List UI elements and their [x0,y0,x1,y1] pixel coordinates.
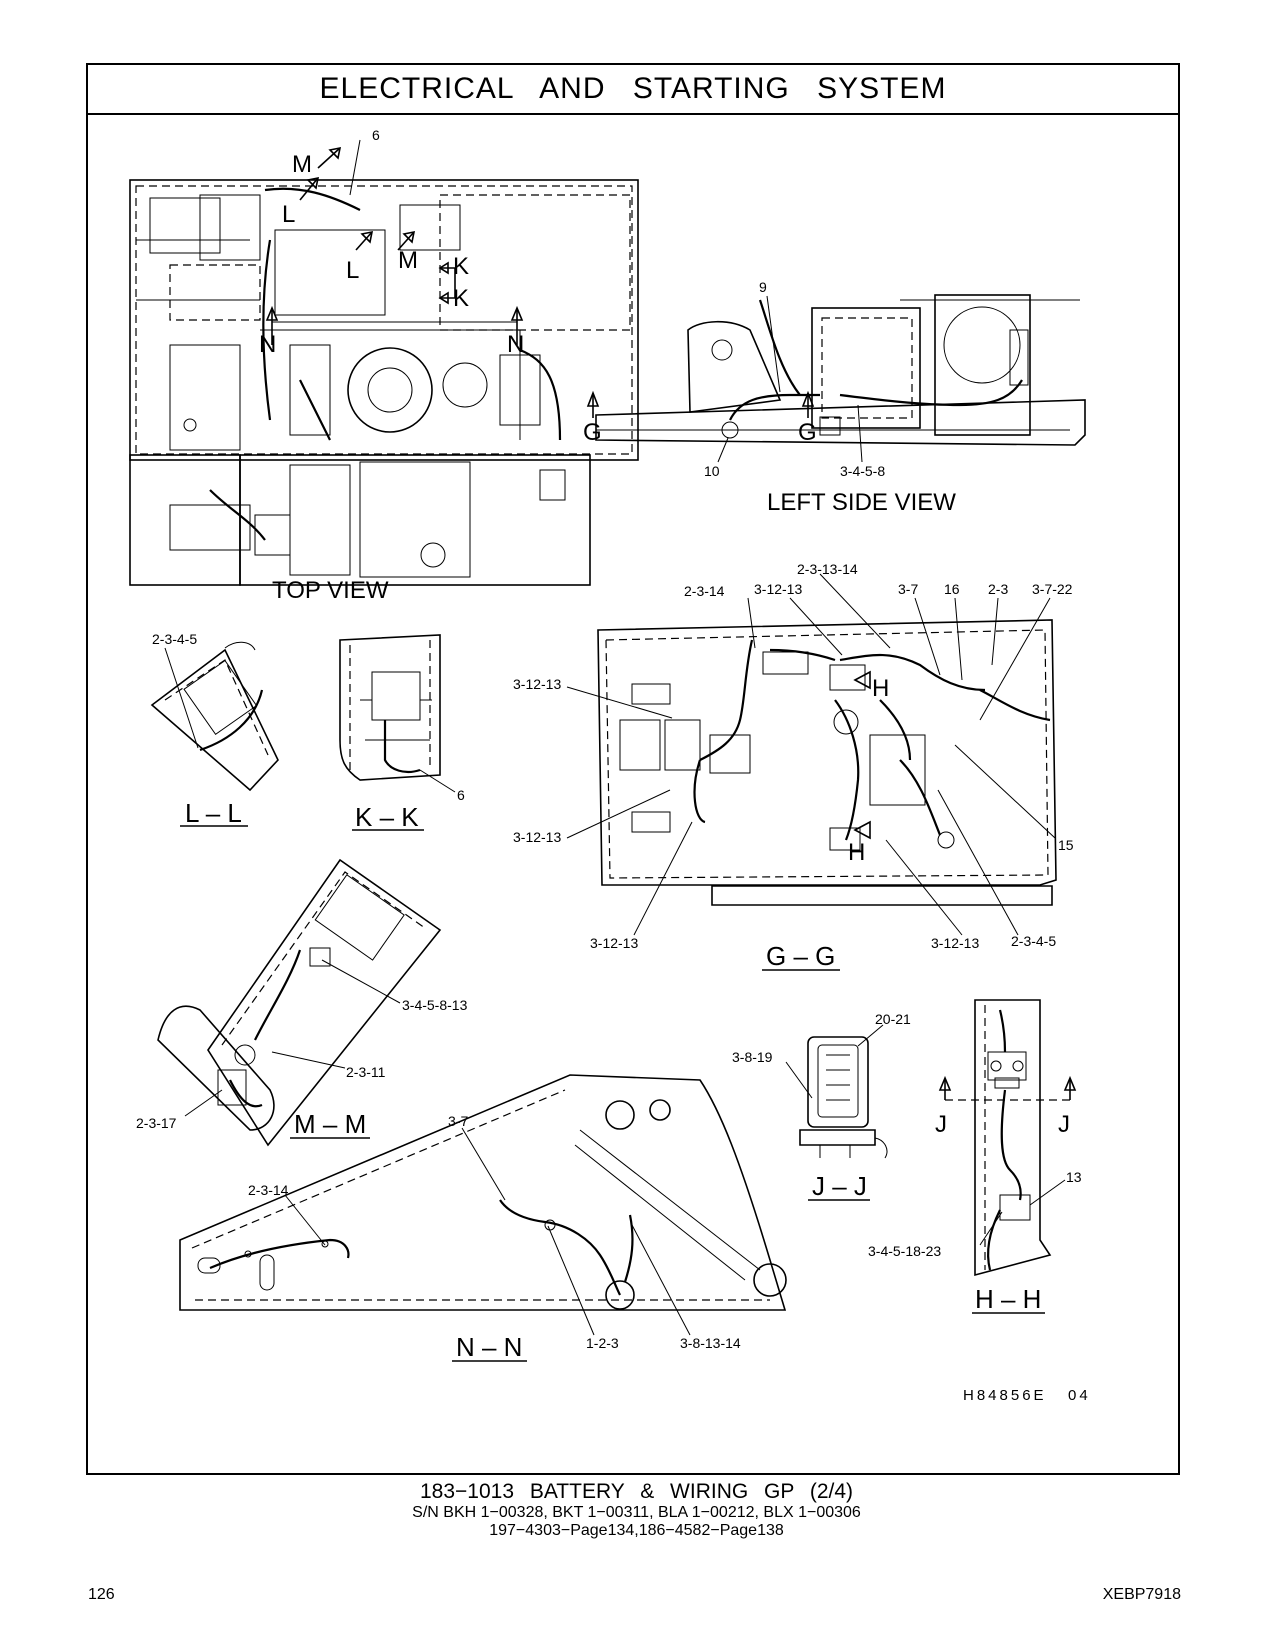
caption-page-references: 197−4303−Page134,186−4582−Page138 [489,1522,784,1539]
callout-13: 13 [1066,1169,1082,1185]
cut-marker-h-lower: H [848,839,865,866]
section-gg-drawing [597,619,1057,906]
section-hh-label: H – H [975,1284,1041,1314]
callout-3-4-5-8-13: 3-4-5-8-13 [402,997,468,1013]
section-jj-drawing [799,1036,888,1159]
section-gg-label: G – G [766,941,835,971]
callout-3-12-13-gg-top: 3-12-13 [754,581,802,597]
callout-2-3-11: 2-3-11 [346,1064,386,1080]
cut-marker-j-right: J [1058,1111,1070,1138]
callout-16-gg: 16 [944,581,960,597]
cut-marker-l-upper: L [282,201,295,228]
section-mm-drawing [157,858,442,1147]
title-bar: ELECTRICAL AND STARTING SYSTEM [88,65,1178,115]
cut-marker-m-upper: M [292,151,312,178]
callout-9: 9 [759,279,767,295]
callout-2-3-13-14-gg: 2-3-13-14 [797,561,858,577]
callout-3-12-13-gg-bottom-left: 3-12-13 [590,935,638,951]
drawing-frame: ELECTRICAL AND STARTING SYSTEM [86,63,1180,1475]
cut-marker-g-left: G [583,419,602,446]
cut-marker-l-lower: L [346,257,359,284]
cut-marker-m-lower: M [398,247,418,274]
callout-2-3-4-5-gg: 2-3-4-5 [1011,933,1056,949]
callout-10: 10 [704,463,720,479]
callout-3-7-22-gg: 3-7-22 [1032,581,1073,597]
callout-3-4-5-18-23: 3-4-5-18-23 [868,1243,941,1259]
caption-part-title: 183−1013 BATTERY & WIRING GP (2/4) [419,1480,854,1503]
section-jj-label: J – J [812,1171,867,1201]
section-ll-drawing [150,641,279,792]
callout-6-kk: 6 [457,787,465,803]
callout-3-8-13-14: 3-8-13-14 [680,1335,741,1351]
cut-marker-k-lower: K [453,285,469,312]
callout-15-gg: 15 [1058,837,1074,853]
cut-marker-n-left: N [259,331,276,358]
cut-marker-n-right: N [507,331,524,358]
section-mm-label: M – M [294,1109,366,1139]
callout-3-12-13-gg-left-lower: 3-12-13 [513,829,561,845]
section-kk-label: K – K [355,802,419,832]
callout-2-3-gg: 2-3 [988,581,1008,597]
callout-3-7-nn: 3-7 [448,1113,468,1129]
top-view-label: TOP VIEW [272,577,389,604]
caption-serial-numbers: S/N BKH 1−00328, BKT 1−00311, BLA 1−0021… [412,1504,861,1521]
drawing-id: H84856E 04 [963,1387,1091,1404]
callout-20-21: 20-21 [875,1011,911,1027]
section-ll-label: L – L [185,798,242,828]
section-hh-drawing [974,999,1052,1277]
top-view-drawing [129,179,639,586]
section-kk-drawing [339,634,441,781]
callout-3-12-13-gg-left-upper: 3-12-13 [513,676,561,692]
cut-marker-k-upper: K [453,253,469,280]
callout-2-3-14-nn: 2-3-14 [248,1182,289,1198]
cut-marker-h-upper: H [872,675,889,702]
callout-3-4-5-8: 3-4-5-8 [840,463,885,479]
top-view-cut-markers: M L L M K K N N [259,146,524,358]
callout-3-12-13-gg-bottom-right: 3-12-13 [931,935,979,951]
callout-3-7-gg: 3-7 [898,581,918,597]
callout-2-3-17: 2-3-17 [136,1115,177,1131]
callout-1-2-3: 1-2-3 [586,1335,619,1351]
callout-3-8-19: 3-8-19 [732,1049,773,1065]
document-number: XEBP7918 [1102,1586,1181,1603]
cut-marker-g-right: G [798,419,817,446]
section-nn-label: N – N [456,1332,522,1362]
callout-6-top: 6 [372,127,380,143]
callout-2-3-4-5-ll: 2-3-4-5 [152,631,197,647]
left-side-view-drawing [595,294,1086,446]
left-side-view-label: LEFT SIDE VIEW [767,489,956,516]
cut-marker-j-left: J [935,1111,947,1138]
page-number: 126 [88,1586,115,1603]
callout-2-3-14-gg: 2-3-14 [684,583,725,599]
page-title: ELECTRICAL AND STARTING SYSTEM [319,72,947,105]
